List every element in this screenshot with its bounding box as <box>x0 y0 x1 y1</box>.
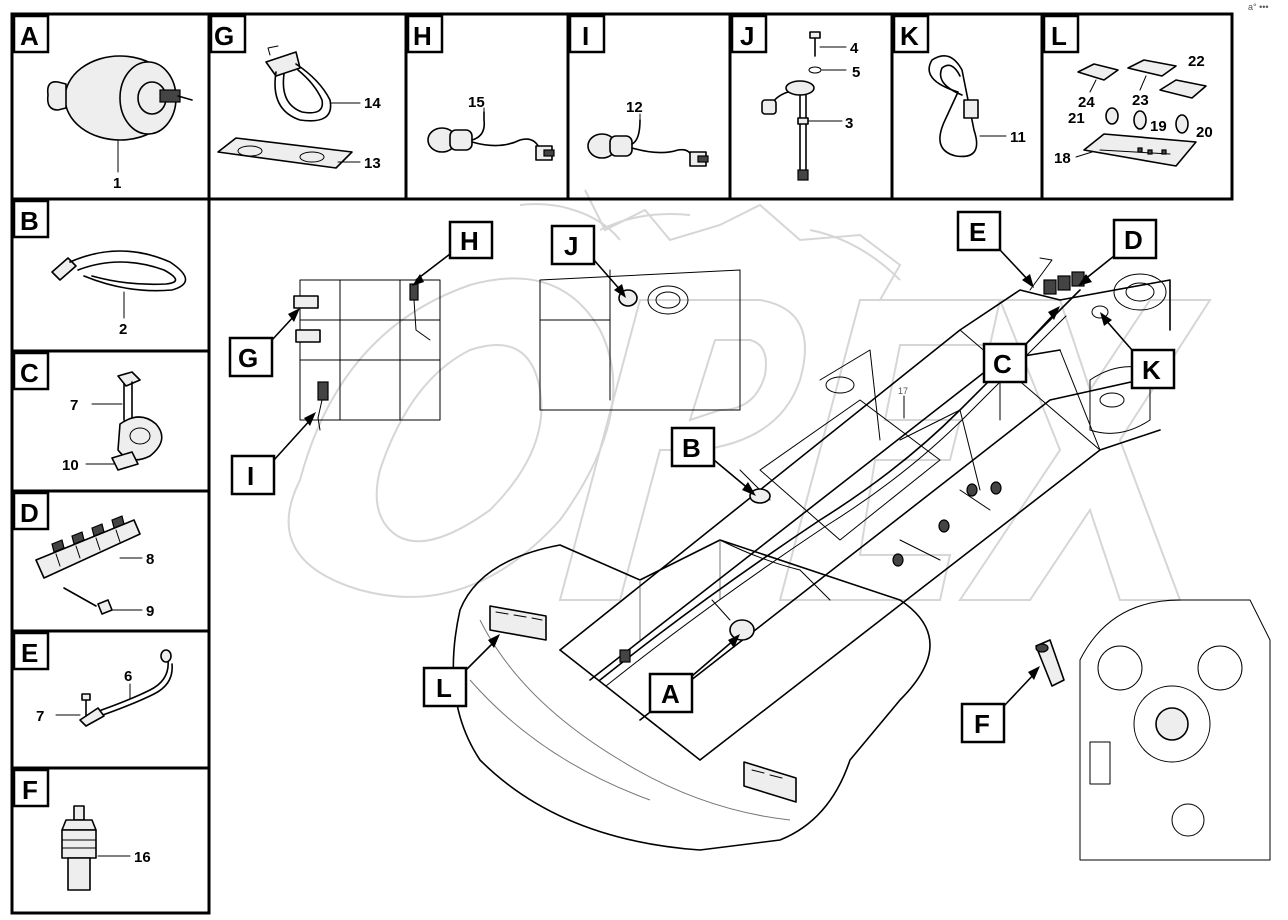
callout-g[interactable]: G <box>228 308 300 378</box>
lamp-assembly-drawing <box>1077 59 1207 167</box>
gear-housing-drawing <box>1035 599 1271 861</box>
callout-c[interactable]: C <box>982 306 1060 384</box>
part-number-19: 19 <box>1150 118 1167 135</box>
svg-text:D: D <box>1124 225 1143 255</box>
part-number-23: 23 <box>1132 92 1149 109</box>
part-number-20: 20 <box>1196 124 1213 141</box>
part-number-4: 4 <box>850 40 859 57</box>
callout-e[interactable]: E <box>956 210 1034 288</box>
part-number-6: 6 <box>124 668 132 685</box>
part-number-17: 17 <box>898 386 908 396</box>
callout-a[interactable]: A <box>648 634 740 714</box>
svg-text:J: J <box>740 21 754 51</box>
connector-holder-drawing <box>35 515 141 615</box>
svg-text:E: E <box>969 217 986 247</box>
fuel-tank-drawing <box>539 269 741 411</box>
panel-letter-h: H <box>406 14 444 54</box>
part-number-11: 11 <box>1010 129 1026 146</box>
sensor-cable-12-drawing <box>587 119 709 167</box>
part-number-1: 1 <box>113 175 121 192</box>
valve-block-drawing <box>293 279 441 431</box>
svg-text:J: J <box>564 231 578 261</box>
bolt-clip-drawing <box>111 371 163 471</box>
plate-drawing <box>217 137 353 169</box>
sensor-cable-15-drawing <box>427 111 555 161</box>
part-number-18: 18 <box>1054 150 1071 167</box>
corner-mark: a° ••• <box>1248 2 1269 12</box>
part-number-7-e: 7 <box>36 708 44 725</box>
svg-text:A: A <box>20 21 39 51</box>
cable-loop-drawing <box>928 54 979 158</box>
panel-letter-f: F <box>12 768 50 808</box>
temperature-sender-drawing <box>61 805 97 891</box>
leader-18 <box>1075 151 1093 158</box>
callout-f[interactable]: F <box>960 666 1040 744</box>
panel-f-frame <box>10 766 211 915</box>
svg-text:E: E <box>21 638 38 668</box>
svg-text:G: G <box>238 343 258 373</box>
panel-letter-e: E <box>12 631 50 671</box>
part-number-15: 15 <box>468 94 485 111</box>
callout-h[interactable]: H <box>412 220 494 286</box>
callout-b[interactable]: B <box>670 426 756 496</box>
watermark-logo <box>287 189 1212 601</box>
leader-24 <box>1089 79 1097 93</box>
svg-text:K: K <box>1142 355 1161 385</box>
panel-letter-i: I <box>568 14 606 54</box>
part-number-24: 24 <box>1078 94 1095 111</box>
svg-text:B: B <box>682 433 701 463</box>
svg-text:I: I <box>247 461 254 491</box>
part-number-10: 10 <box>62 457 79 474</box>
clamp-strap-drawing <box>265 45 332 122</box>
panel-letter-l: L <box>1042 14 1080 54</box>
fuel-sender-drawing <box>761 31 822 181</box>
panel-letter-a: A <box>12 14 50 54</box>
svg-text:C: C <box>993 349 1012 379</box>
svg-text:G: G <box>214 21 234 51</box>
horn-part-drawing <box>46 55 193 141</box>
callout-d[interactable]: D <box>1078 218 1158 286</box>
part-number-3: 3 <box>845 115 853 132</box>
svg-text:H: H <box>413 21 432 51</box>
panel-letter-k: K <box>892 14 930 54</box>
svg-text:F: F <box>974 709 990 739</box>
part-number-12: 12 <box>626 99 643 116</box>
callout-j[interactable]: J <box>550 224 626 298</box>
panel-letter-j: J <box>730 14 768 54</box>
part-number-22: 22 <box>1188 53 1205 70</box>
svg-text:F: F <box>22 775 38 805</box>
svg-text:L: L <box>436 673 452 703</box>
part-number-8: 8 <box>146 551 154 568</box>
callout-k[interactable]: K <box>1100 312 1176 390</box>
cable-tie-drawing <box>51 250 187 292</box>
svg-text:H: H <box>460 226 479 256</box>
svg-text:A: A <box>661 679 680 709</box>
machine-frame-drawing <box>452 257 1171 851</box>
part-number-9: 9 <box>146 603 154 620</box>
panel-l-frame <box>1040 12 1234 201</box>
ground-cable-drawing <box>79 649 173 727</box>
svg-text:C: C <box>20 358 39 388</box>
part-number-14: 14 <box>364 95 381 112</box>
svg-text:B: B <box>20 206 39 236</box>
callout-i[interactable]: I <box>230 412 316 496</box>
leader-23 <box>1139 75 1147 91</box>
part-number-7-c: 7 <box>70 397 78 414</box>
part-number-5: 5 <box>852 64 860 81</box>
svg-text:K: K <box>900 21 919 51</box>
svg-text:I: I <box>582 21 589 51</box>
panel-letter-d: D <box>12 491 50 531</box>
panel-letter-b: B <box>12 199 50 239</box>
callout-l[interactable]: L <box>422 634 500 708</box>
part-number-16: 16 <box>134 849 151 866</box>
panel-letter-g: G <box>209 14 247 54</box>
part-number-2: 2 <box>119 321 127 338</box>
part-number-21: 21 <box>1068 110 1085 127</box>
svg-text:D: D <box>20 498 39 528</box>
part-number-13: 13 <box>364 155 381 172</box>
svg-text:L: L <box>1051 21 1067 51</box>
panel-letter-c: C <box>12 351 50 391</box>
